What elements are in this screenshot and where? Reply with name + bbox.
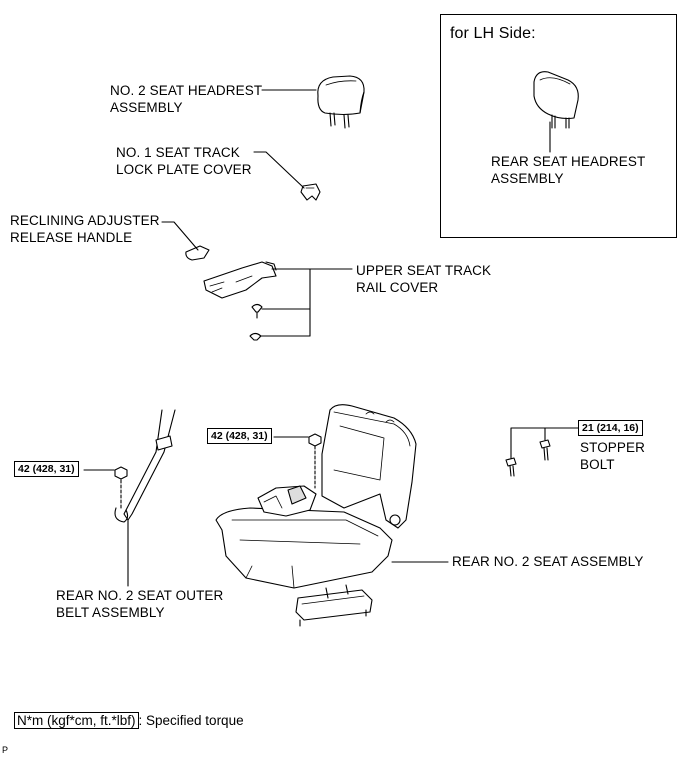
torque-legend: N*m (kgf*cm, ft.*lbf): Specified torque <box>14 712 244 729</box>
legend-unit-box: N*m (kgf*cm, ft.*lbf) <box>14 712 139 729</box>
inset-part-label: REAR SEAT HEADREST ASSEMBLY <box>491 154 646 186</box>
belt-nut-torque: 42 (428, 31) <box>14 461 79 477</box>
stopper-bolt-1 <box>505 457 517 477</box>
lock-plate-cover-part <box>300 183 321 201</box>
seat-nut-torque: 42 (428, 31) <box>207 428 272 444</box>
rear-seat-part <box>215 404 417 627</box>
reclining-handle-part <box>185 245 210 261</box>
stopper-bolt-torque: 21 (214, 16) <box>578 420 643 436</box>
page-code: P <box>2 745 9 755</box>
lh-side-inset: for LH Side: REAR SEAT HEADREST ASSEMBLY <box>440 14 677 238</box>
lock-plate-cover-label: NO. 1 SEAT TRACK LOCK PLATE COVER <box>116 145 252 177</box>
stopper-bolt-2 <box>539 439 551 461</box>
headrest-part <box>317 75 365 129</box>
inset-title: for LH Side: <box>450 25 536 42</box>
inset-headrest-part <box>533 71 579 129</box>
stopper-bolt-label: STOPPER BOLT <box>580 440 645 472</box>
rail-cover-label: UPPER SEAT TRACK RAIL COVER <box>356 263 492 295</box>
outer-belt-label: REAR NO. 2 SEAT OUTER BELT ASSEMBLY <box>56 588 224 620</box>
seat-belt-part <box>114 409 176 529</box>
seat-nut <box>308 433 322 447</box>
legend-text: : Specified torque <box>138 713 244 728</box>
rail-cover-part <box>203 261 277 299</box>
belt-nut <box>114 466 128 480</box>
rear-seat-label: REAR NO. 2 SEAT ASSEMBLY <box>452 554 644 569</box>
clip-1 <box>251 303 263 319</box>
headrest-label: NO. 2 SEAT HEADREST ASSEMBLY <box>110 83 263 115</box>
clip-2 <box>249 332 262 341</box>
reclining-handle-label: RECLINING ADJUSTER RELEASE HANDLE <box>10 213 160 245</box>
